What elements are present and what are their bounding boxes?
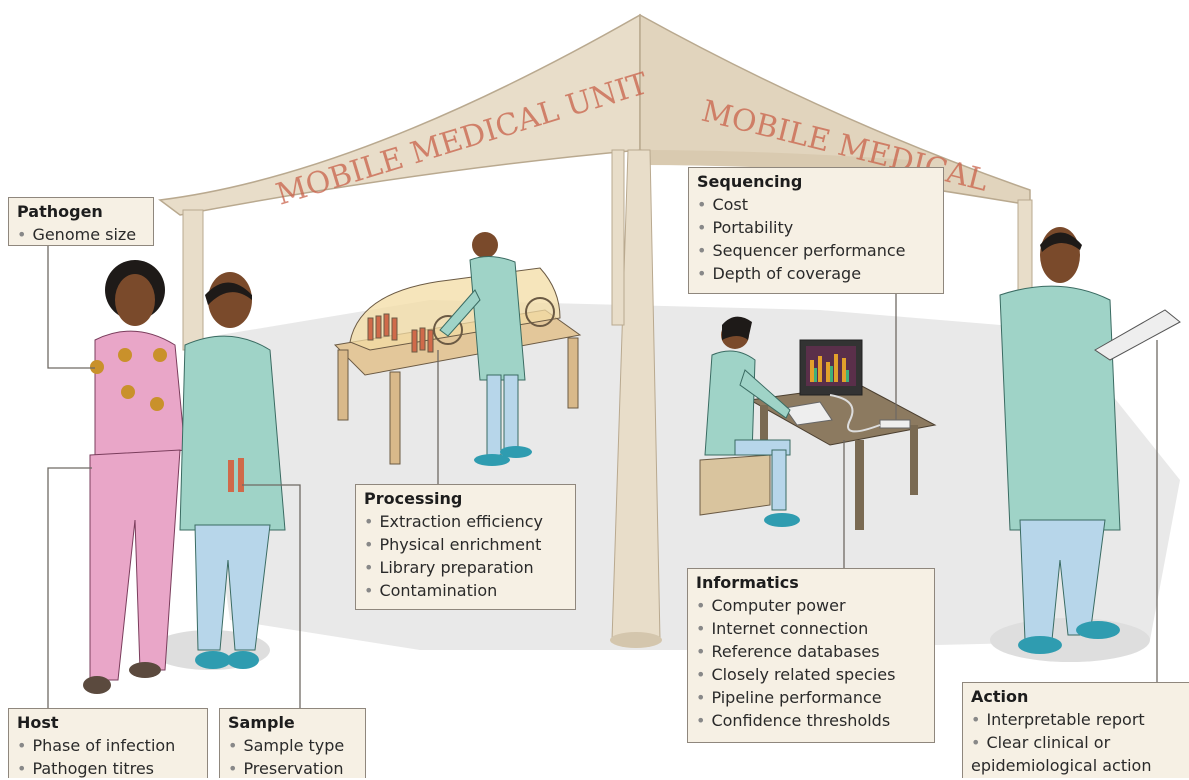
informatics-item: Computer power [696, 594, 926, 617]
sample-title: Sample [228, 713, 295, 732]
sequencing-item: Sequencer performance [697, 239, 935, 262]
action-title: Action [971, 687, 1029, 706]
action-item: Clear clinical or [971, 731, 1181, 754]
informatics-box: Informatics Computer power Internet conn… [687, 568, 935, 743]
leader-sample [242, 484, 301, 710]
sequencing-item: Depth of coverage [697, 262, 935, 285]
sequencing-item: Portability [697, 216, 935, 239]
processing-box: Processing Extraction efficiency Physica… [355, 484, 576, 610]
sample-box: Sample Sample type Preservation [219, 708, 366, 778]
processing-item: Contamination [364, 579, 567, 602]
informatics-item: Reference databases [696, 640, 926, 663]
lab-worker-processing [439, 232, 532, 466]
clipboard [1094, 309, 1181, 361]
processing-title: Processing [364, 489, 463, 508]
tent-pole-back [611, 149, 625, 326]
informatics-item: Confidence thresholds [696, 709, 926, 732]
action-item: epidemiological action [971, 756, 1152, 775]
host-item: Pathogen titres [17, 757, 199, 780]
informatics-title: Informatics [696, 573, 799, 592]
sample-item: Sample type [228, 734, 357, 757]
sequencing-box: Sequencing Cost Portability Sequencer pe… [688, 167, 944, 294]
leader-host [47, 467, 92, 710]
health-worker-action [999, 227, 1181, 654]
sequencer-device [879, 419, 911, 429]
processing-item: Library preparation [364, 556, 567, 579]
host-title: Host [17, 713, 59, 732]
sequencing-item: Cost [697, 193, 935, 216]
processing-item: Extraction efficiency [364, 510, 567, 533]
host-box: Host Phase of infection Pathogen titres [8, 708, 208, 778]
action-item: Interpretable report [971, 708, 1181, 731]
leader-lines [47, 245, 1158, 710]
sample-item: Preservation [228, 757, 357, 780]
host-item: Phase of infection [17, 734, 199, 757]
informatics-worker [704, 316, 800, 527]
informatics-desk [699, 339, 937, 530]
pathogen-title: Pathogen [17, 202, 103, 221]
health-worker-sample [179, 272, 286, 669]
sequencing-title: Sequencing [697, 172, 803, 191]
informatics-item: Pipeline performance [696, 686, 926, 709]
informatics-item: Closely related species [696, 663, 926, 686]
informatics-item: Internet connection [696, 617, 926, 640]
processing-item: Physical enrichment [364, 533, 567, 556]
patient-figure [83, 260, 186, 694]
tent-pole-left [182, 209, 204, 351]
action-box: Action Interpretable report Clear clinic… [962, 682, 1189, 778]
pathogen-item: Genome size [17, 223, 145, 246]
leader-pathogen [47, 245, 95, 369]
pathogen-box: Pathogen Genome size [8, 197, 154, 246]
sample-tubes [367, 313, 434, 353]
